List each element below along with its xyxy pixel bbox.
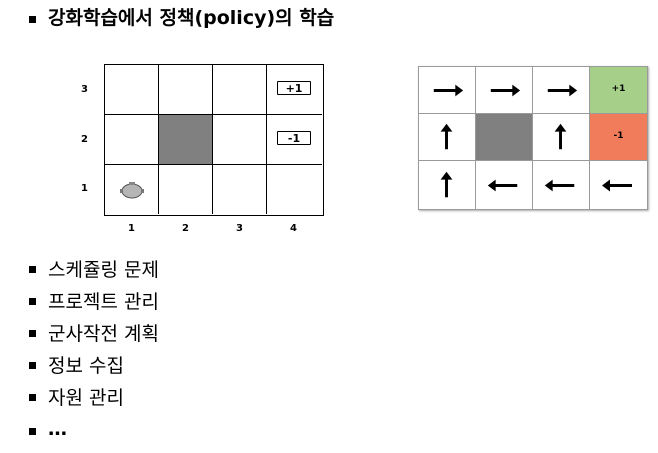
grid-cell (267, 165, 322, 214)
policy-cell-goal: +1 (590, 67, 647, 114)
list-item: 자원 관리 (48, 387, 124, 409)
arrow-left-icon (544, 179, 575, 192)
arrow-right-icon (490, 84, 521, 97)
arrow-up-icon (554, 123, 567, 150)
policy-cell (419, 161, 476, 209)
policy-cell-penalty: -1 (590, 114, 647, 161)
policy-cell (533, 114, 590, 161)
arrow-right-icon (433, 84, 464, 97)
grid-cell: +1 (267, 65, 322, 115)
row-label: 1 (81, 183, 88, 194)
title-bullet (29, 16, 36, 23)
grid-cell (105, 65, 159, 115)
policy-cell (419, 67, 476, 114)
grid-cell: -1 (267, 115, 322, 165)
list-item: 군사작전 계획 (48, 323, 159, 345)
arrow-up-icon (440, 171, 453, 198)
policy-cell (476, 161, 533, 209)
list-bullet (29, 266, 36, 273)
slide-title: 강화학습에서 정책(policy)의 학습 (48, 7, 335, 29)
col-label: 2 (182, 223, 189, 234)
policy-cell (476, 67, 533, 114)
grid-cell (105, 115, 159, 165)
reward-minus-label: -1 (613, 131, 624, 141)
col-label: 4 (290, 223, 297, 234)
policy-cell (590, 161, 647, 209)
arrow-left-icon (602, 179, 632, 192)
list-bullet (29, 428, 36, 435)
list-item: 스케쥴링 문제 (48, 259, 159, 281)
grid-world: +1 -1 (104, 64, 324, 216)
policy-cell (533, 161, 590, 209)
robot-icon (120, 182, 144, 199)
arrow-left-icon (487, 179, 518, 192)
policy-cell (419, 114, 476, 161)
grid-cell (213, 165, 267, 214)
list-item: … (48, 418, 67, 440)
grid-cell (159, 65, 213, 115)
grid-cell (159, 165, 213, 214)
row-label: 2 (81, 134, 88, 145)
reward-minus-label: -1 (277, 131, 311, 145)
reward-plus-label: +1 (611, 84, 626, 94)
policy-cell-blocked (476, 114, 533, 161)
row-label: 3 (81, 84, 88, 95)
grid-obstacle (159, 115, 213, 165)
list-item: 프로젝트 관리 (48, 291, 159, 313)
list-bullet (29, 362, 36, 369)
policy-grid: +1 -1 (418, 66, 648, 210)
list-item: 정보 수집 (48, 355, 124, 377)
list-bullet (29, 298, 36, 305)
policy-cell (533, 67, 590, 114)
arrow-right-icon (547, 84, 578, 97)
list-bullet (29, 330, 36, 337)
grid-cell (213, 115, 267, 165)
grid-cell (105, 165, 159, 214)
list-bullet (29, 394, 36, 401)
col-label: 1 (128, 223, 135, 234)
arrow-up-icon (440, 123, 453, 150)
grid-cell (213, 65, 267, 115)
reward-plus-label: +1 (277, 81, 311, 95)
col-label: 3 (236, 223, 243, 234)
